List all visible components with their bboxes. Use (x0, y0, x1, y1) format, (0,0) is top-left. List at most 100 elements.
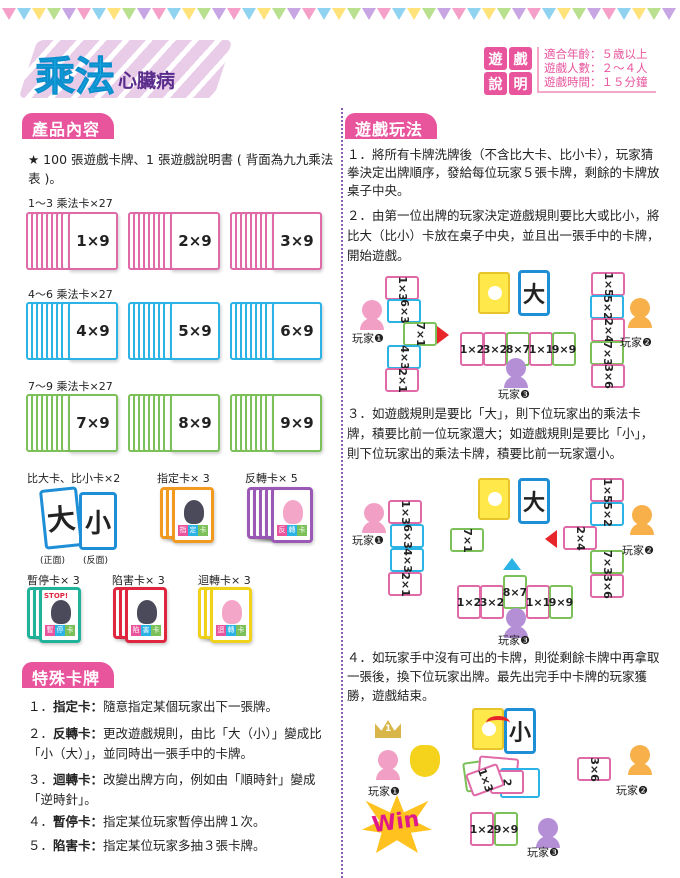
card-label: 1×1 (528, 342, 554, 356)
bunting-flag (47, 8, 61, 20)
item-name: 暫停卡： (53, 814, 104, 829)
number-card: 2×1 (385, 368, 419, 392)
bunting-flag (482, 8, 496, 20)
tag-char: 轉 (287, 525, 297, 536)
number-card: 1×2 (470, 812, 494, 846)
bunting-flag (332, 8, 346, 20)
player-label: 玩家❸ (498, 388, 530, 401)
tag-char: 卡 (236, 625, 246, 636)
avatar-body (504, 376, 528, 388)
card-label: 6×3 (397, 298, 411, 324)
number-card: 1×5 (590, 478, 624, 502)
special-item: ３．迴轉卡：改變出牌方向，例如由「順時針」變成「逆時針」。 (28, 770, 334, 810)
bunting-flag (287, 8, 301, 20)
number-card: 1×2 (457, 585, 481, 619)
info-age: 適合年齡：５歲以上 (544, 47, 648, 61)
card-label: 3×6 (601, 363, 615, 389)
rule-step-3: ３．如遊戲規則是要比「大」，則下位玩家出的乘法卡牌，積要比前一位玩家還大；如遊戲… (347, 406, 654, 461)
card-stack: 2×9 (128, 212, 220, 270)
tag-char: 反 (277, 525, 287, 536)
number-card: 8×7 (503, 575, 527, 609)
card-front: 4×9 (68, 302, 118, 360)
win-text: Win (370, 806, 421, 839)
trophy-icon (410, 745, 440, 777)
player-label: 玩家❷ (620, 336, 652, 349)
card-label: 5×2 (600, 501, 614, 527)
card-label: 3×6 (587, 756, 601, 782)
avatar-body (536, 836, 560, 848)
item-desc: 指定某位玩家多抽３張卡牌。 (103, 838, 266, 853)
number-card: 2×1 (388, 572, 422, 596)
item-desc: 指定某位玩家暫停出牌１次。 (103, 814, 266, 829)
card-label: 2×1 (398, 571, 412, 597)
section-heading-contents: 產品內容 (22, 113, 115, 139)
tag-char: 定 (188, 525, 198, 536)
avatar-head (362, 300, 382, 320)
red-arrow-left (545, 530, 557, 548)
section-heading-rules: 遊戲玩法 (345, 113, 438, 139)
avatar-head (506, 358, 526, 378)
card-stack: 4×9 (26, 302, 118, 360)
card-tag: 迴轉卡 (216, 625, 246, 636)
avatar-head (364, 503, 384, 523)
item-name: 指定卡： (53, 699, 104, 714)
big-card: 大 (38, 486, 84, 550)
special-card: 指定卡 (172, 487, 214, 543)
card-label: 4×3 (400, 547, 414, 573)
number-card: 4×3 (390, 548, 424, 572)
character-illustration (283, 500, 303, 524)
special-item: ４．暫停卡：指定某位玩家暫停出牌１次。 (28, 812, 334, 832)
avatar-body (376, 768, 400, 780)
number-card: 5×2 (590, 295, 624, 319)
card-label: 2×1 (395, 367, 409, 393)
bunting-flag (647, 8, 661, 20)
bunting-flag (437, 8, 451, 20)
card-front: 5×9 (170, 302, 220, 360)
number-card: 6×3 (390, 524, 424, 548)
group-label: 1～3 乘法卡×27 (28, 197, 113, 210)
bunting-decoration (0, 0, 680, 30)
card-front: 2×9 (170, 212, 220, 270)
card-front: 1×9 (68, 212, 118, 270)
card-label: 1×5 (601, 271, 615, 297)
card-label: 8×7 (505, 342, 531, 356)
number-card: 3×2 (480, 585, 504, 619)
player-avatar (628, 298, 652, 328)
card-tag: 陷害卡 (131, 625, 161, 636)
card-label: 1×3 (398, 499, 412, 525)
red-curved-arrow (486, 716, 510, 730)
blue-arrow (503, 558, 521, 570)
number-card: 7×1 (403, 322, 437, 346)
player-label: 玩家❶ (368, 785, 400, 798)
card-front: 9×9 (272, 394, 322, 452)
special-card: 反轉卡 (271, 487, 313, 543)
avatar-head (630, 298, 650, 318)
special-label: 陷害卡× 3 (112, 574, 165, 587)
section-heading-special: 特殊卡牌 (22, 662, 115, 688)
rule-card: 大 (518, 270, 550, 316)
bunting-flag (422, 8, 436, 20)
bunting-flag (137, 8, 151, 20)
rule-step-2: ２．由第一位出牌的玩家決定遊戲規則要比大或比小，將比大（比小）卡放在桌子中央，並… (347, 208, 660, 263)
tag-char: 暫 (45, 625, 55, 636)
avatar-body (630, 523, 654, 535)
item-name: 迴轉卡： (53, 772, 104, 787)
player-avatar (504, 608, 528, 638)
number-card: 9×9 (549, 585, 573, 619)
bunting-flag (392, 8, 406, 20)
avatar-head (506, 608, 526, 628)
avatar-head (630, 745, 650, 765)
avatar-body (362, 521, 386, 533)
number-card: 7×3 (590, 550, 624, 574)
card-stack: 9×9 (230, 394, 322, 452)
bunting-flag (107, 8, 121, 20)
number-card: 7×3 (590, 341, 624, 365)
number-card: 5×2 (590, 502, 624, 526)
number-card: 3×2 (483, 332, 507, 366)
info-time: 遊戲時間：１５分鐘 (544, 75, 648, 89)
special-label: 比大卡、比小卡×2 (27, 472, 121, 485)
special-card: STOP!暫停卡 (39, 587, 81, 643)
number-card: 1×1 (529, 332, 553, 366)
card-stack: 7×9 (26, 394, 118, 452)
tag-char: 指 (178, 525, 188, 536)
